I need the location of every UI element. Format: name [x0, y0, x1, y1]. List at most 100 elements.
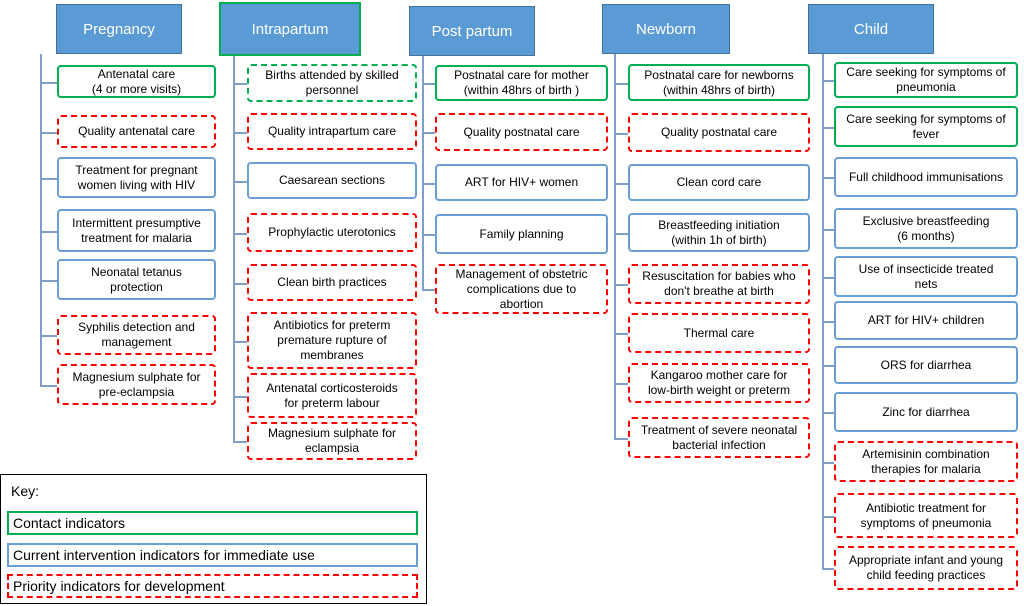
- indicator-priority: Thermal care: [628, 313, 810, 353]
- indicator-label: Care seeking for symptoms of fever: [846, 111, 1006, 141]
- connector-branch: [614, 233, 628, 235]
- indicator-priority: Appropriate infant and young child feedi…: [834, 546, 1018, 590]
- indicator-current: Neonatal tetanus protection: [57, 259, 216, 300]
- indicator-priority: Prophylactic uterotonics: [247, 213, 417, 252]
- indicator-label: Family planning: [479, 226, 564, 241]
- connector-branch: [614, 383, 628, 385]
- indicator-label: Treatment of severe neonatal bacterial i…: [640, 422, 798, 452]
- connector-branch: [822, 516, 834, 518]
- indicator-contact: Postnatal care for newborns (within 48hr…: [628, 64, 810, 101]
- indicator-label: Postnatal care for newborns (within 48hr…: [644, 67, 794, 97]
- indicator-priority: Management of obstetric complications du…: [435, 264, 608, 314]
- indicator-label: Quality postnatal care: [463, 124, 580, 139]
- key-title: Key:: [11, 483, 40, 499]
- connector-branch: [40, 280, 57, 282]
- indicator-label: Caesarean sections: [278, 173, 386, 187]
- indicator-label: Magnesium sulphate for eclampsia: [267, 426, 397, 455]
- connector-branch: [233, 83, 247, 85]
- connector-branch: [614, 83, 628, 85]
- connector-branch: [40, 231, 57, 233]
- connector-branch: [614, 438, 628, 440]
- connector-branch: [614, 284, 628, 286]
- indicator-label: Full childhood immunisations: [848, 169, 1004, 184]
- indicator-priority: Artemisinin combination therapies for ma…: [834, 441, 1018, 482]
- indicator-priority: Resuscitation for babies who don't breat…: [628, 264, 810, 304]
- indicator-priority: Antibiotics for preterm premature ruptur…: [247, 312, 417, 369]
- indicator-label: Antibiotics for preterm premature ruptur…: [273, 318, 391, 362]
- indicator-label: Clean cord care: [676, 175, 762, 189]
- indicator-label: Postnatal care for mother (within 48hrs …: [454, 68, 589, 97]
- indicator-priority: Quality postnatal care: [435, 113, 608, 151]
- indicator-label: Intermittent presumptive treatment for m…: [72, 215, 201, 245]
- indicator-current: ART for HIV+ children: [834, 301, 1018, 340]
- connector-branch: [422, 183, 435, 185]
- indicator-label: Treatment for pregnant women living with…: [75, 162, 198, 192]
- connector-branch: [422, 132, 435, 134]
- indicator-label: Prophylactic uterotonics: [268, 225, 396, 239]
- column-header-intrapartum: Intrapartum: [219, 2, 361, 56]
- connector-branch: [233, 233, 247, 235]
- connector-branch: [422, 234, 435, 236]
- indicator-label: Management of obstetric complications du…: [455, 266, 588, 311]
- indicator-priority: Magnesium sulphate for eclampsia: [247, 422, 417, 460]
- key-priority-indicators: Priority indicators for development: [7, 574, 418, 598]
- indicator-current: Intermittent presumptive treatment for m…: [57, 209, 216, 252]
- indicator-label: ART for HIV+ women: [464, 175, 579, 189]
- indicator-current: Breastfeeding initiation (within 1h of b…: [628, 213, 810, 252]
- connector-branch: [233, 181, 247, 183]
- connector-branch: [822, 80, 834, 82]
- indicator-priority: Kangaroo mother care for low-birth weigh…: [628, 363, 810, 403]
- indicator-label: Antenatal care (4 or more visits): [91, 66, 182, 96]
- indicator-label: ART for HIV+ children: [867, 313, 985, 327]
- indicator-current: Treatment for pregnant women living with…: [57, 157, 216, 198]
- column-header-post-partum: Post partum: [409, 6, 535, 56]
- indicator-priority: Quality antenatal care: [57, 115, 216, 148]
- legend-key: Key: Contact indicators Current interven…: [0, 474, 427, 604]
- indicator-label: Antenatal corticosteroids for preterm la…: [266, 380, 398, 410]
- indicator-priority: Syphilis detection and management: [57, 315, 216, 355]
- indicator-contact: Care seeking for symptoms of fever: [834, 106, 1018, 147]
- indicator-contact: Antenatal care (4 or more visits): [57, 65, 216, 98]
- connector-branch: [822, 229, 834, 231]
- indicator-current: ART for HIV+ women: [435, 164, 608, 201]
- connector-branch: [822, 568, 834, 570]
- connector-branch: [822, 277, 834, 279]
- connector-trunk-newborn: [614, 54, 616, 439]
- connector-branch: [233, 283, 247, 285]
- indicator-contact: Postnatal care for mother (within 48hrs …: [435, 65, 608, 101]
- column-header-pregnancy: Pregnancy: [56, 4, 182, 54]
- indicator-label: Appropriate infant and young child feedi…: [848, 553, 1004, 582]
- indicator-current: Caesarean sections: [247, 162, 417, 199]
- indicator-current: Family planning: [435, 214, 608, 254]
- connector-branch: [233, 341, 247, 343]
- connector-branch: [233, 396, 247, 398]
- connector-branch: [822, 462, 834, 464]
- indicator-label: Care seeking for symptoms of pneumonia: [846, 65, 1006, 94]
- indicator-label: Quality postnatal care: [660, 125, 778, 139]
- indicator-label: ORS for diarrhea: [880, 357, 972, 372]
- indicator-label: Exclusive breastfeeding (6 months): [862, 213, 990, 243]
- indicator-priority: Magnesium sulphate for pre-eclampsia: [57, 364, 216, 405]
- indicator-contact: Care seeking for symptoms of pneumonia: [834, 62, 1018, 98]
- indicator-contact-dash: Births attended by skilled personnel: [247, 64, 417, 102]
- connector-branch: [40, 178, 57, 180]
- connector-branch: [822, 365, 834, 367]
- key-current-indicators: Current intervention indicators for imme…: [7, 543, 418, 567]
- connector-branch: [822, 321, 834, 323]
- column-header-child: Child: [808, 4, 934, 54]
- indicator-label: Quality antenatal care: [78, 124, 195, 138]
- indicator-current: Exclusive breastfeeding (6 months): [834, 208, 1018, 249]
- column-header-newborn: Newborn: [602, 4, 730, 54]
- indicator-label: Magnesium sulphate for pre-eclampsia: [72, 369, 201, 399]
- indicator-label: Resuscitation for babies who don't breat…: [642, 269, 796, 298]
- indicator-current: Clean cord care: [628, 164, 810, 201]
- indicator-priority: Quality postnatal care: [628, 113, 810, 152]
- connector-branch: [614, 333, 628, 335]
- connector-branch: [40, 132, 57, 134]
- connector-branch: [233, 441, 247, 443]
- indicator-label: Neonatal tetanus protection: [91, 264, 182, 294]
- indicator-label: Zinc for diarrhea: [882, 404, 970, 419]
- connector-branch: [40, 335, 57, 337]
- connector-branch: [40, 385, 57, 387]
- indicator-label: Antibiotic treatment for symptoms of pne…: [860, 500, 992, 530]
